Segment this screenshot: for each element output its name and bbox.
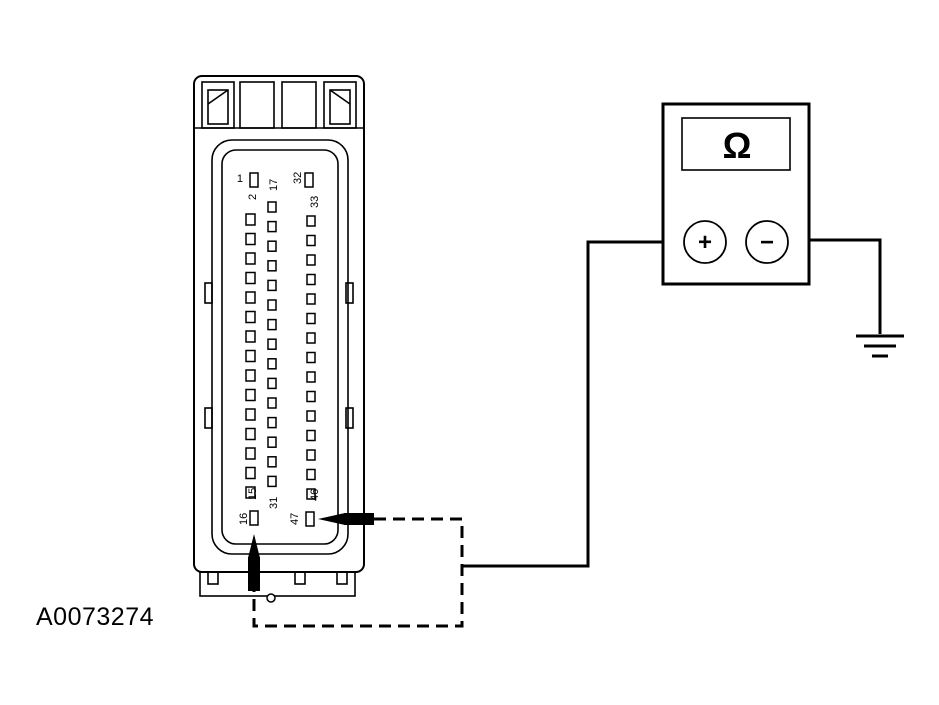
pin-cavity bbox=[267, 475, 277, 488]
meter-positive-terminal bbox=[683, 220, 727, 264]
meter-positive-symbol: + bbox=[698, 229, 712, 256]
pin-cavity bbox=[306, 215, 316, 227]
pin-cavity bbox=[245, 271, 256, 285]
pin-label-47: 47 bbox=[289, 513, 301, 525]
pin-cavity bbox=[245, 310, 256, 324]
pin-cavity bbox=[267, 318, 277, 331]
pin-cavity bbox=[245, 466, 256, 480]
pin-cavity bbox=[245, 447, 256, 460]
pin-cavity bbox=[306, 390, 316, 403]
pin-cavity bbox=[267, 201, 277, 213]
connector-key bbox=[204, 407, 213, 429]
pin-cavity bbox=[245, 232, 256, 246]
pin-cavity bbox=[245, 388, 256, 402]
pin-cavity bbox=[267, 260, 277, 272]
jumper-node bbox=[266, 593, 276, 603]
pin-label-33: 33 bbox=[309, 196, 321, 208]
pin-label-31: 31 bbox=[268, 497, 280, 509]
pin-cavity bbox=[267, 220, 277, 233]
pin-cavity bbox=[306, 468, 316, 481]
pin-cavity bbox=[304, 172, 314, 188]
pin-labels: 1 2 15 16 17 31 32 33 46 47 bbox=[237, 172, 321, 525]
connector-key bbox=[345, 282, 354, 304]
connector-face-inner bbox=[221, 149, 339, 545]
connector-body bbox=[193, 75, 365, 573]
pin-cavity bbox=[306, 429, 316, 442]
pin-cavity bbox=[245, 291, 256, 304]
pin-cavity bbox=[267, 397, 277, 409]
probe-pin-47 bbox=[318, 513, 374, 525]
pin-cavity bbox=[267, 436, 277, 448]
pin-label-32: 32 bbox=[292, 172, 304, 184]
pin-label-16: 16 bbox=[238, 513, 250, 525]
pin-cavity bbox=[306, 254, 316, 266]
meter-ohm-symbol: Ω bbox=[723, 125, 752, 166]
pin-cavity bbox=[267, 416, 277, 429]
pin-cavity bbox=[306, 312, 316, 325]
pin-label-2: 2 bbox=[247, 194, 259, 200]
pin-cavity bbox=[267, 299, 277, 311]
wire-to-ground bbox=[788, 238, 882, 334]
jumper-wire-dashed bbox=[252, 517, 464, 628]
pin-cavity bbox=[306, 234, 316, 247]
pin-cavity bbox=[249, 510, 259, 526]
pin-cavity bbox=[245, 408, 256, 421]
pin-cavity bbox=[245, 427, 256, 441]
connector-key bbox=[204, 282, 213, 304]
wire-to-meter-positive bbox=[462, 240, 684, 568]
pin-cavity bbox=[267, 358, 277, 370]
pin-label-17: 17 bbox=[268, 179, 280, 191]
meter-negative-symbol: − bbox=[760, 229, 774, 256]
pin-cavity bbox=[306, 449, 316, 461]
pin-cavity bbox=[249, 172, 259, 188]
pin-cavity bbox=[245, 252, 256, 265]
connector-face-outer bbox=[211, 139, 349, 555]
pin-label-15: 15 bbox=[247, 488, 259, 500]
probe-pin-16 bbox=[248, 534, 260, 591]
ohmmeter: Ω + − bbox=[661, 102, 811, 286]
pin-cavity bbox=[245, 213, 256, 226]
pin-cavity bbox=[306, 371, 316, 383]
pin-cavity bbox=[267, 377, 277, 390]
pin-cavities bbox=[245, 172, 316, 527]
pin-cavity bbox=[267, 456, 277, 468]
figure-id: A0073274 bbox=[36, 603, 155, 631]
connector-key bbox=[345, 407, 354, 429]
pin-cavity bbox=[267, 279, 277, 292]
meter-negative-terminal bbox=[745, 220, 789, 264]
pin-cavity bbox=[245, 369, 256, 382]
pin-cavity bbox=[245, 486, 256, 499]
pin-cavity bbox=[305, 511, 315, 527]
pin-cavity bbox=[306, 410, 316, 422]
pin-cavity bbox=[245, 330, 256, 343]
pin-cavity bbox=[267, 338, 277, 350]
pin-cavity bbox=[306, 351, 316, 364]
pin-cavity bbox=[245, 349, 256, 363]
pin-cavity bbox=[306, 273, 316, 286]
meter-display bbox=[681, 117, 791, 171]
connector bbox=[193, 75, 365, 597]
pin-cavity bbox=[267, 240, 277, 252]
ground-icon bbox=[856, 334, 904, 358]
pin-label-1: 1 bbox=[237, 173, 243, 185]
pin-label-46: 46 bbox=[309, 489, 321, 501]
pin-cavity bbox=[306, 293, 316, 305]
pin-cavity bbox=[306, 332, 316, 344]
pin-cavity bbox=[306, 488, 316, 500]
